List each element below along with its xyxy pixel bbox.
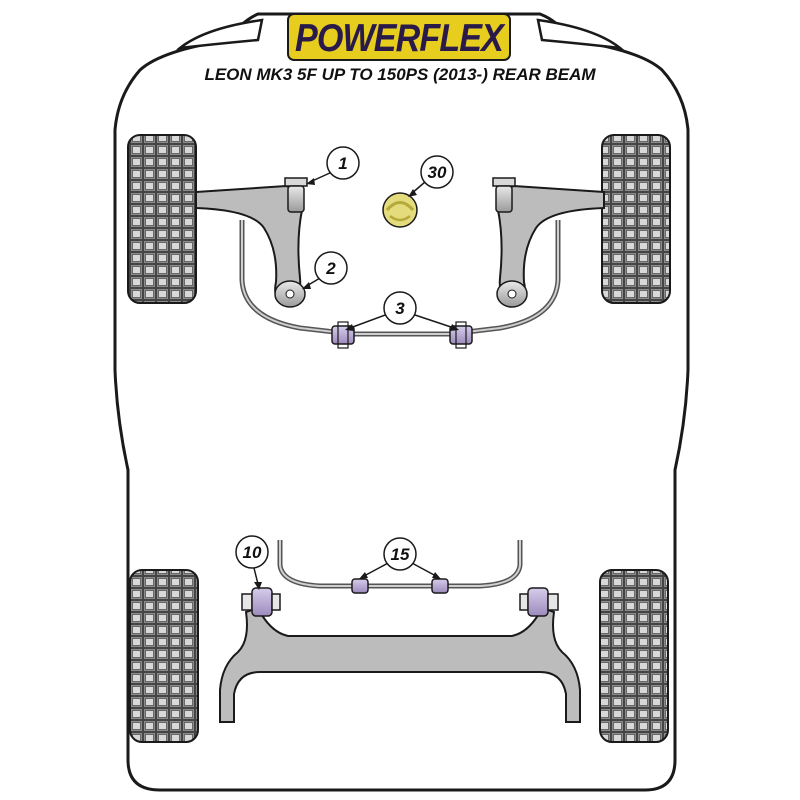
front-arb-bush-left-icon (331, 321, 355, 349)
front-right-tyre-icon (601, 134, 671, 304)
rear-beam-axle (219, 606, 581, 723)
callout-2: 2 (302, 251, 348, 289)
front-left-tyre-icon (127, 134, 197, 304)
callout-2-label: 2 (325, 259, 336, 278)
rear-left-tyre-icon (129, 569, 199, 743)
callout-3-label: 3 (395, 299, 405, 318)
callout-15: 15 (359, 537, 441, 579)
callout-10-label: 10 (243, 543, 262, 562)
callout-10: 10 (235, 535, 269, 590)
rear-beam-bush-left-icon (241, 587, 281, 617)
windscreen-right (536, 18, 625, 50)
callout-1-label: 1 (338, 154, 347, 173)
brand-logo: POWERFLEX (287, 13, 511, 61)
engine-mount-icon (382, 192, 418, 228)
rear-arb-bush-right-icon (431, 578, 449, 594)
rear-right-tyre-icon (599, 569, 669, 743)
front-right-rear-bush-icon (496, 280, 528, 308)
brand-logo-text: POWERFLEX (295, 17, 506, 60)
model-subtitle: LEON MK3 5F UP TO 150PS (2013-) REAR BEA… (204, 65, 596, 84)
front-left-inner-bush-icon (284, 177, 308, 213)
callout-30: 30 (408, 155, 454, 197)
windscreen-left (175, 18, 264, 50)
rear-arb-bush-left-icon (351, 578, 369, 594)
front-left-rear-bush-icon (274, 280, 306, 308)
callout-30-label: 30 (428, 163, 447, 182)
front-right-inner-bush-icon (492, 177, 516, 213)
callout-1: 1 (306, 146, 360, 185)
front-arb-bush-right-icon (449, 321, 473, 349)
callout-15-label: 15 (391, 545, 410, 564)
callout-3: 3 (345, 291, 459, 331)
rear-beam-bush-right-icon (519, 587, 559, 617)
